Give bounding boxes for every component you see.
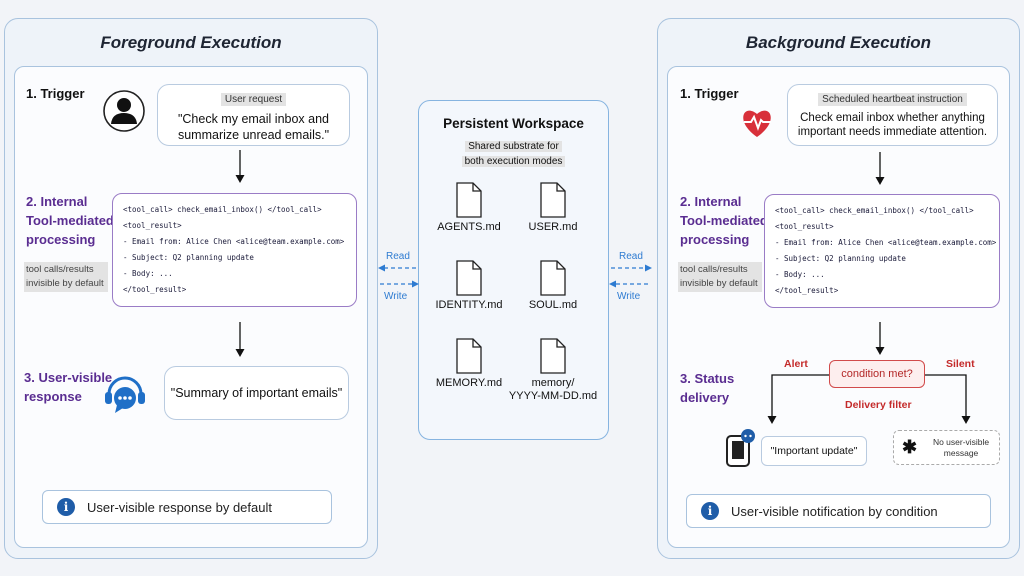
code-line: - Body: ...: [123, 269, 173, 278]
fg-trigger-message: "Check my email inbox and summarize unre…: [177, 112, 330, 142]
fg-info-bar: i User-visible response by default: [42, 490, 332, 524]
bg-trigger-bubble: Scheduled heartbeat instruction Check em…: [787, 84, 998, 146]
fg-processing-line-2: Tool-mediated: [26, 213, 114, 228]
bg-processing-line-3: processing: [680, 232, 750, 247]
file-icon: [540, 260, 566, 296]
code-line: </tool_result>: [123, 285, 187, 294]
code-line: - Subject: Q2 planning update: [775, 254, 906, 263]
file-icon: [456, 260, 482, 296]
file-name: SOUL.md: [528, 299, 578, 311]
right-read-label: Read: [619, 251, 643, 262]
file-name: AGENTS.md: [437, 221, 501, 233]
background-title: Background Execution: [745, 33, 932, 52]
file-name: MEMORY.md: [435, 377, 503, 389]
workspace-subtitle-line-2: both execution modes: [461, 156, 566, 167]
fg-processing-note: tool calls/results invisible by default: [24, 262, 108, 292]
code-line: - Body: ...: [775, 270, 825, 279]
bg-processing-line-1: 2. Internal: [680, 194, 742, 209]
code-line: </tool_result>: [775, 286, 839, 295]
workspace-subtitle-line-1: Shared substrate for: [465, 141, 562, 152]
silent-message-box: ✱ No user-visible message: [893, 430, 1000, 465]
file-name: IDENTITY.md: [435, 299, 503, 311]
bg-processing-note: tool calls/results invisible by default: [678, 262, 762, 292]
file-icon: [540, 338, 566, 374]
foreground-title: Foreground Execution: [100, 33, 282, 52]
bg-arrow-2: [875, 322, 885, 355]
right-read-arrow: [611, 264, 652, 272]
code-line: - Email from: Alice Chen <alice@team.exa…: [123, 237, 345, 246]
fg-response-step: 3. User-visible response: [24, 368, 112, 406]
fg-response-line-2: response: [24, 389, 82, 404]
info-icon: i: [57, 498, 75, 516]
bg-processing-step: 2. Internal Tool-mediated processing: [680, 192, 768, 249]
file-icon: [540, 182, 566, 218]
fg-info-text: User-visible response by default: [87, 499, 272, 515]
bg-arrow-1: [875, 152, 885, 185]
left-write-label: Write: [384, 291, 408, 302]
asterisk-icon: ✱: [902, 437, 918, 457]
phone-notification-icon: [723, 428, 757, 473]
bg-delivery-step: 3. Status delivery: [680, 369, 734, 407]
left-read-arrow: [378, 264, 418, 272]
code-line: <tool_call> check_email_inbox() </tool_c…: [775, 206, 974, 215]
alert-label: Alert: [784, 358, 808, 370]
bg-processing-line-2: Tool-mediated: [680, 213, 768, 228]
bg-delivery-line-2: delivery: [680, 390, 730, 405]
fg-processing-step: 2. Internal Tool-mediated processing: [26, 192, 114, 249]
file-item[interactable]: MEMORY.md: [419, 338, 519, 390]
bg-info-text: User-visible notification by condition: [731, 503, 938, 519]
file-icon: [456, 182, 482, 218]
bg-code-box: <tool_call> check_email_inbox() </tool_c…: [764, 194, 1000, 308]
file-name: USER.md: [528, 221, 578, 233]
fg-trigger-step: 1. Trigger: [26, 86, 85, 101]
code-line: <tool_result>: [123, 221, 182, 230]
file-icon: [456, 338, 482, 374]
code-line: - Email from: Alice Chen <alice@team.exa…: [775, 238, 997, 247]
fg-trigger-tag: User request: [220, 93, 287, 106]
fg-processing-line-1: 2. Internal: [26, 194, 88, 209]
alert-message-bubble: "Important update": [761, 436, 867, 466]
user-icon: [103, 90, 145, 137]
condition-box: condition met?: [829, 360, 925, 388]
fg-response-bubble: "Summary of important emails": [164, 366, 349, 420]
file-item[interactable]: SOUL.md: [503, 260, 603, 312]
workspace-title: Persistent Workspace: [443, 116, 584, 131]
file-item[interactable]: IDENTITY.md: [419, 260, 519, 312]
bg-trigger-message: Check email inbox whether anything impor…: [797, 112, 988, 138]
alert-message: "Important update": [770, 445, 858, 457]
right-write-arrow: [609, 280, 651, 288]
workspace-subtitle: Shared substrate for both execution mode…: [418, 139, 609, 169]
silent-label: Silent: [946, 358, 975, 370]
delivery-branches: [767, 374, 971, 424]
fg-arrow-1: [235, 150, 245, 183]
file-item[interactable]: memory/ YYYY-MM-DD.md: [503, 338, 603, 403]
bg-trigger-step: 1. Trigger: [680, 86, 739, 101]
code-line: - Subject: Q2 planning update: [123, 253, 254, 262]
fg-code-box: <tool_call> check_email_inbox() </tool_c…: [112, 193, 357, 307]
left-write-arrow: [380, 280, 419, 288]
info-icon: i: [701, 502, 719, 520]
fg-response-message: "Summary of important emails": [170, 386, 343, 400]
file-name: memory/ YYYY-MM-DD.md: [508, 377, 598, 402]
heart-pulse-icon: [740, 107, 774, 144]
silent-message: No user-visible message: [932, 436, 990, 458]
right-write-label: Write: [617, 291, 641, 302]
chat-support-icon: [101, 372, 149, 423]
file-item[interactable]: USER.md: [503, 182, 603, 234]
bg-delivery-line-1: 3. Status: [680, 371, 735, 386]
bg-trigger-tag: Scheduled heartbeat instruction: [818, 93, 967, 106]
foreground-inner: [14, 66, 368, 548]
code-line: <tool_call> check_email_inbox() </tool_c…: [123, 205, 322, 214]
file-item[interactable]: AGENTS.md: [419, 182, 519, 234]
bg-info-bar: i User-visible notification by condition: [686, 494, 991, 528]
fg-response-line-1: 3. User-visible: [24, 370, 113, 385]
fg-arrow-2: [235, 322, 245, 357]
delivery-filter-label: Delivery filter: [845, 399, 912, 411]
fg-processing-line-3: processing: [26, 232, 96, 247]
left-read-label: Read: [386, 251, 410, 262]
fg-trigger-bubble: User request "Check my email inbox and s…: [157, 84, 350, 146]
code-line: <tool_result>: [775, 222, 834, 231]
